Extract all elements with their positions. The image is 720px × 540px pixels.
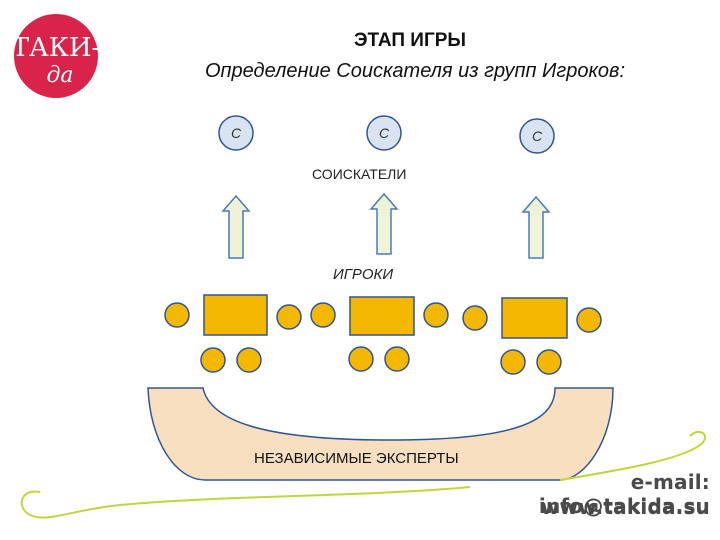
candidate-c2: С bbox=[366, 115, 402, 151]
candidate-c1-label: С bbox=[231, 125, 242, 141]
player-circle bbox=[200, 347, 226, 373]
player-table bbox=[203, 294, 268, 336]
page-subtitle: Определение Соискателя из групп Игроков: bbox=[204, 60, 626, 82]
player-circle bbox=[348, 346, 374, 372]
player-group-1 bbox=[164, 294, 302, 373]
player-circle bbox=[384, 346, 410, 372]
player-circle bbox=[164, 302, 190, 328]
candidate-c1: С bbox=[218, 115, 254, 151]
player-circle bbox=[500, 349, 526, 375]
up-arrow-1 bbox=[221, 194, 251, 259]
footer-email[interactable]: e-mail: info@takida.su bbox=[538, 470, 710, 518]
player-circle bbox=[576, 307, 602, 333]
player-group-2 bbox=[310, 296, 449, 372]
logo: ТАКИ- да bbox=[12, 14, 100, 98]
logo-line1: ТАКИ- bbox=[12, 33, 100, 63]
player-circle bbox=[536, 349, 562, 375]
candidates-label: СОИСКАТЕЛИ bbox=[312, 166, 407, 182]
player-circle bbox=[310, 302, 336, 328]
players-label: ИГРОКИ bbox=[333, 266, 394, 283]
page-title: ЭТАП ИГРЫ bbox=[353, 30, 467, 51]
player-circle bbox=[236, 347, 262, 373]
candidate-c2-label: С bbox=[379, 125, 390, 141]
decor-swirl-left bbox=[20, 486, 471, 519]
candidate-c3-label: С bbox=[532, 128, 543, 144]
experts-label: НЕЗАВИСИМЫЕ ЭКСПЕРТЫ bbox=[254, 450, 459, 467]
player-circle bbox=[462, 305, 488, 331]
candidate-c3: С bbox=[519, 118, 555, 154]
player-circle bbox=[423, 302, 449, 328]
up-arrow-2 bbox=[369, 192, 399, 255]
player-group-3 bbox=[462, 297, 602, 375]
experts-arc bbox=[147, 387, 614, 481]
decor-swirl-right bbox=[559, 430, 706, 481]
player-table bbox=[501, 297, 568, 339]
player-circle bbox=[276, 304, 302, 330]
up-arrow-3 bbox=[521, 195, 551, 259]
logo-line2: да bbox=[46, 63, 73, 88]
player-table bbox=[349, 296, 415, 336]
footer-website[interactable]: www.takida.su bbox=[540, 495, 710, 519]
